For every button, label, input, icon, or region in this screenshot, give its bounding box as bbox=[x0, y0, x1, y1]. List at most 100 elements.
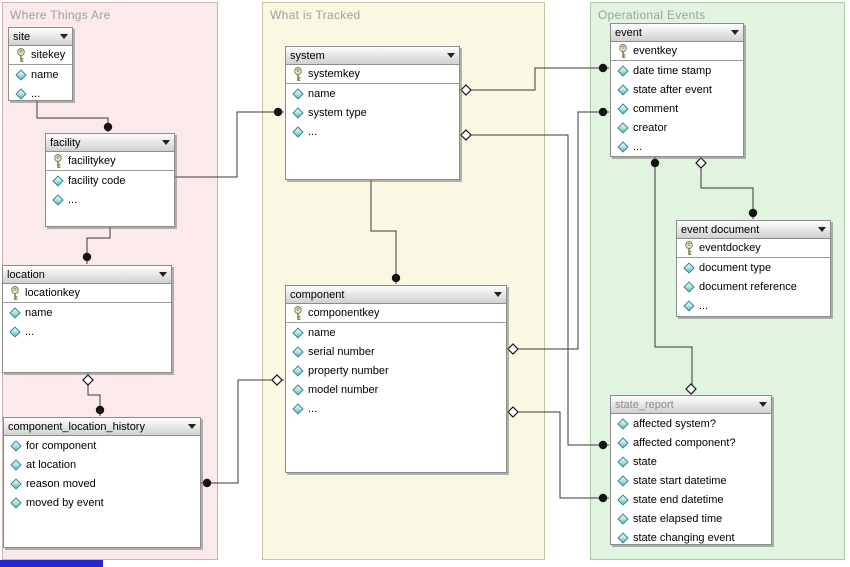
field-row-event[interactable]: state after event bbox=[611, 80, 743, 99]
attribute-icon-wrap bbox=[291, 402, 305, 415]
dropdown-arrow-icon[interactable] bbox=[162, 140, 170, 145]
field-row-event[interactable]: comment bbox=[611, 99, 743, 118]
attribute-icon bbox=[292, 106, 304, 119]
field-row-component_location_history[interactable]: at location bbox=[4, 455, 200, 474]
field-row-event[interactable]: date time stamp bbox=[611, 61, 743, 80]
attribute-icon bbox=[617, 102, 629, 115]
attribute-icon-wrap bbox=[616, 436, 630, 449]
primary-key-icon-wrap bbox=[14, 47, 28, 63]
dropdown-arrow-icon[interactable] bbox=[494, 292, 502, 297]
entity-title-label: site bbox=[13, 30, 31, 43]
entity-title-bar-event[interactable]: event bbox=[611, 24, 743, 42]
attribute-icon-wrap bbox=[616, 102, 630, 115]
field-row-event_document[interactable]: document reference bbox=[677, 277, 830, 296]
entity-title-bar-event_document[interactable]: event document bbox=[677, 221, 830, 239]
field-row-component[interactable]: serial number bbox=[286, 342, 506, 361]
attribute-icon-wrap bbox=[616, 121, 630, 134]
entity-title-bar-state_report[interactable]: state_report bbox=[611, 396, 771, 414]
field-label: systemkey bbox=[308, 68, 360, 80]
dropdown-arrow-icon[interactable] bbox=[759, 402, 767, 407]
dropdown-arrow-icon[interactable] bbox=[188, 424, 196, 429]
field-label: at location bbox=[26, 458, 77, 471]
field-row-component[interactable]: model number bbox=[286, 380, 506, 399]
field-row-component[interactable]: ... bbox=[286, 399, 506, 418]
field-row-system[interactable]: system type bbox=[286, 103, 459, 122]
field-row-component_location_history[interactable]: for component bbox=[4, 436, 200, 455]
field-row-state_report[interactable]: state start datetime bbox=[611, 471, 771, 490]
entity-title-bar-system[interactable]: system bbox=[286, 47, 459, 65]
attribute-icon-wrap bbox=[616, 140, 630, 153]
entity-site: site sitekey name... bbox=[8, 27, 73, 101]
field-label: property number bbox=[308, 364, 389, 377]
field-row-system[interactable]: ... bbox=[286, 122, 459, 141]
field-label: creator bbox=[633, 121, 668, 134]
field-row-site[interactable]: name bbox=[9, 65, 72, 84]
field-row-facility[interactable]: facility code bbox=[46, 171, 174, 190]
primary-key-icon-wrap bbox=[291, 305, 305, 321]
entity-title-bar-component_location_history[interactable]: component_location_history bbox=[4, 418, 200, 436]
field-row-component[interactable]: property number bbox=[286, 361, 506, 380]
attribute-icon-wrap bbox=[291, 87, 305, 100]
field-label: ... bbox=[308, 125, 318, 138]
entity-title-label: system bbox=[290, 49, 325, 62]
attribute-icon-wrap bbox=[8, 306, 22, 319]
field-label: eventkey bbox=[633, 45, 678, 57]
field-label: name bbox=[31, 68, 59, 81]
field-row-component_location_history[interactable]: moved by event bbox=[4, 493, 200, 512]
field-row-site[interactable]: ... bbox=[9, 84, 72, 103]
field-row-event[interactable]: eventkey bbox=[611, 42, 743, 61]
field-row-state_report[interactable]: state elapsed time bbox=[611, 509, 771, 528]
field-row-facility[interactable]: ... bbox=[46, 190, 174, 209]
field-row-state_report[interactable]: affected system? bbox=[611, 414, 771, 433]
field-row-system[interactable]: systemkey bbox=[286, 65, 459, 84]
dropdown-arrow-icon[interactable] bbox=[731, 30, 739, 35]
dropdown-arrow-icon[interactable] bbox=[447, 53, 455, 58]
dropdown-arrow-icon[interactable] bbox=[60, 34, 68, 39]
attribute-icon bbox=[292, 364, 304, 377]
field-row-component[interactable]: componentkey bbox=[286, 304, 506, 323]
attribute-icon-wrap bbox=[616, 531, 630, 544]
attribute-icon-wrap bbox=[291, 345, 305, 358]
field-row-location[interactable]: name bbox=[3, 303, 171, 322]
field-row-component[interactable]: name bbox=[286, 323, 506, 342]
field-row-event_document[interactable]: ... bbox=[677, 296, 830, 315]
field-row-location[interactable]: ... bbox=[3, 322, 171, 341]
field-row-event[interactable]: ... bbox=[611, 137, 743, 156]
attribute-icon bbox=[683, 280, 695, 293]
entity-title-bar-site[interactable]: site bbox=[9, 28, 72, 46]
field-row-location[interactable]: locationkey bbox=[3, 284, 171, 303]
field-label: name bbox=[308, 87, 336, 100]
field-row-state_report[interactable]: state changing event bbox=[611, 528, 771, 547]
attribute-icon-wrap bbox=[616, 417, 630, 430]
field-label: eventdockey bbox=[699, 242, 761, 254]
field-row-state_report[interactable]: state bbox=[611, 452, 771, 471]
attribute-icon bbox=[10, 439, 22, 452]
field-row-event_document[interactable]: document type bbox=[677, 258, 830, 277]
field-row-state_report[interactable]: affected component? bbox=[611, 433, 771, 452]
field-row-state_report[interactable]: state end datetime bbox=[611, 490, 771, 509]
field-label: ... bbox=[633, 140, 643, 153]
field-label: state elapsed time bbox=[633, 512, 723, 525]
field-row-site[interactable]: sitekey bbox=[9, 46, 72, 65]
dropdown-arrow-icon[interactable] bbox=[159, 272, 167, 277]
entity-title-bar-location[interactable]: location bbox=[3, 266, 171, 284]
attribute-icon bbox=[617, 83, 629, 96]
field-row-event_document[interactable]: eventdockey bbox=[677, 239, 830, 258]
dropdown-arrow-icon[interactable] bbox=[818, 227, 826, 232]
field-row-component_location_history[interactable]: reason moved bbox=[4, 474, 200, 493]
entity-title-bar-facility[interactable]: facility bbox=[46, 134, 174, 152]
entity-title-bar-component[interactable]: component bbox=[286, 286, 506, 304]
field-row-event[interactable]: creator bbox=[611, 118, 743, 137]
entity-title-label: component bbox=[290, 288, 345, 301]
primary-key-icon-wrap bbox=[682, 240, 696, 256]
field-row-system[interactable]: name bbox=[286, 84, 459, 103]
attribute-icon bbox=[617, 493, 629, 506]
entity-title-label: location bbox=[7, 268, 45, 281]
attribute-icon bbox=[617, 512, 629, 525]
field-row-facility[interactable]: facilitykey bbox=[46, 152, 174, 171]
field-label: system type bbox=[308, 106, 367, 119]
